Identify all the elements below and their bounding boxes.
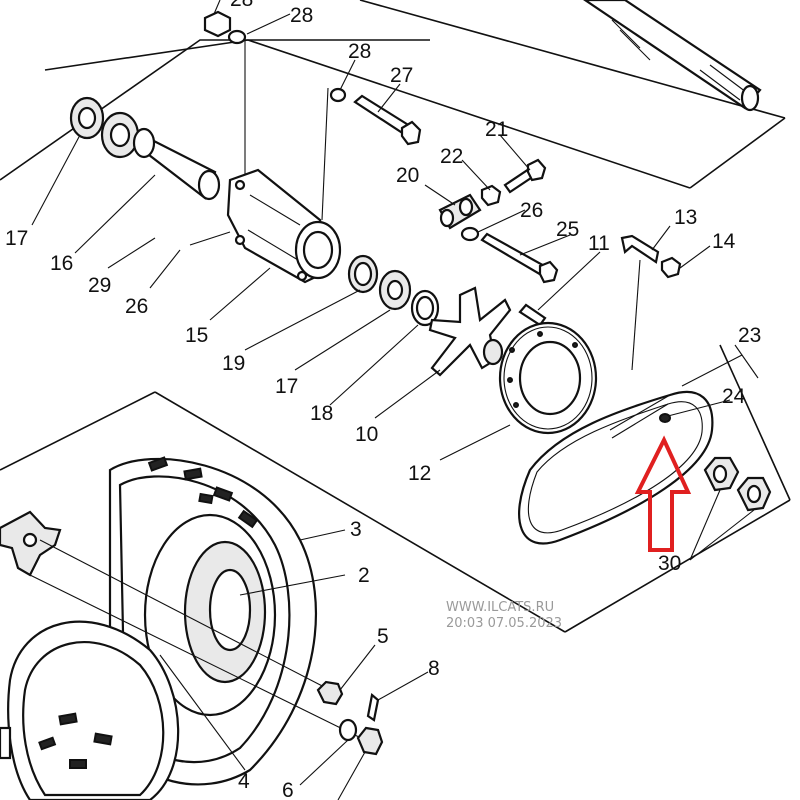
label-25: 25 — [556, 218, 579, 241]
cotter-pin-8 — [366, 692, 380, 722]
bolt-27 — [321, 87, 422, 221]
wheel-hub-flange — [0, 510, 62, 577]
part-number-labels: 28 28 28 27 21 22 20 26 25 13 14 11 17 1… — [5, 0, 761, 800]
leader-lines — [31, 0, 759, 800]
label-14: 14 — [712, 230, 736, 253]
bearing-pair — [69, 96, 140, 159]
washer-6 — [338, 718, 358, 742]
label-28b: 28 — [290, 4, 313, 27]
label-13: 13 — [674, 206, 697, 229]
label-23: 23 — [738, 324, 761, 347]
sprocket-12 — [498, 321, 598, 435]
label-17b: 17 — [275, 375, 298, 398]
label-22: 22 — [440, 145, 463, 168]
label-24: 24 — [722, 385, 746, 408]
label-8: 8 — [428, 657, 440, 680]
bolt-25 — [460, 226, 559, 284]
label-16: 16 — [50, 252, 73, 275]
label-20: 20 — [396, 164, 419, 187]
label-2: 2 — [358, 564, 370, 587]
seal-18 — [410, 289, 440, 327]
castle-nut — [356, 726, 384, 756]
seal-19 — [347, 254, 379, 294]
label-5: 5 — [377, 625, 389, 648]
label-19: 19 — [222, 352, 245, 375]
label-18: 18 — [310, 402, 333, 425]
nut-5 — [316, 680, 344, 706]
spacer-tube — [132, 127, 221, 201]
watermark: WWW.ILCATS.RU 20:03 07.05.2023 — [446, 600, 562, 631]
axle-shaft — [583, 0, 762, 112]
label-29: 29 — [88, 274, 111, 297]
bracket-13 — [620, 234, 682, 371]
label-28a: 28 — [230, 0, 253, 11]
frame-lines — [0, 0, 791, 633]
label-10: 10 — [355, 423, 378, 446]
nut-pair-30 — [703, 456, 772, 512]
top-nut-washer — [203, 10, 247, 180]
label-6: 6 — [282, 779, 294, 800]
sprocket-hub-10 — [428, 286, 512, 377]
label-17a: 17 — [5, 227, 28, 250]
label-12: 12 — [408, 462, 431, 485]
bearing-17 — [378, 269, 412, 311]
label-11: 11 — [588, 232, 610, 255]
label-3: 3 — [350, 518, 362, 541]
label-26b: 26 — [125, 295, 148, 318]
watermark-site: WWW.ILCATS.RU — [446, 600, 554, 615]
label-27: 27 — [390, 64, 413, 87]
label-28c: 28 — [348, 40, 371, 63]
highlight-arrow — [634, 435, 692, 552]
label-21: 21 — [485, 118, 508, 141]
label-30: 30 — [658, 552, 681, 575]
watermark-timestamp: 20:03 07.05.2023 — [446, 616, 562, 631]
chain-adjuster-20 — [438, 193, 482, 230]
wheel-studs — [29, 539, 366, 741]
bolt-21 — [480, 158, 547, 207]
stud-11 — [518, 303, 547, 327]
rear-wheel-tire — [0, 456, 318, 800]
label-26a: 26 — [520, 199, 543, 222]
bearing-housing — [226, 168, 342, 284]
drive-chain-23 — [518, 390, 714, 545]
label-4: 4 — [238, 770, 250, 793]
label-15: 15 — [185, 324, 208, 347]
